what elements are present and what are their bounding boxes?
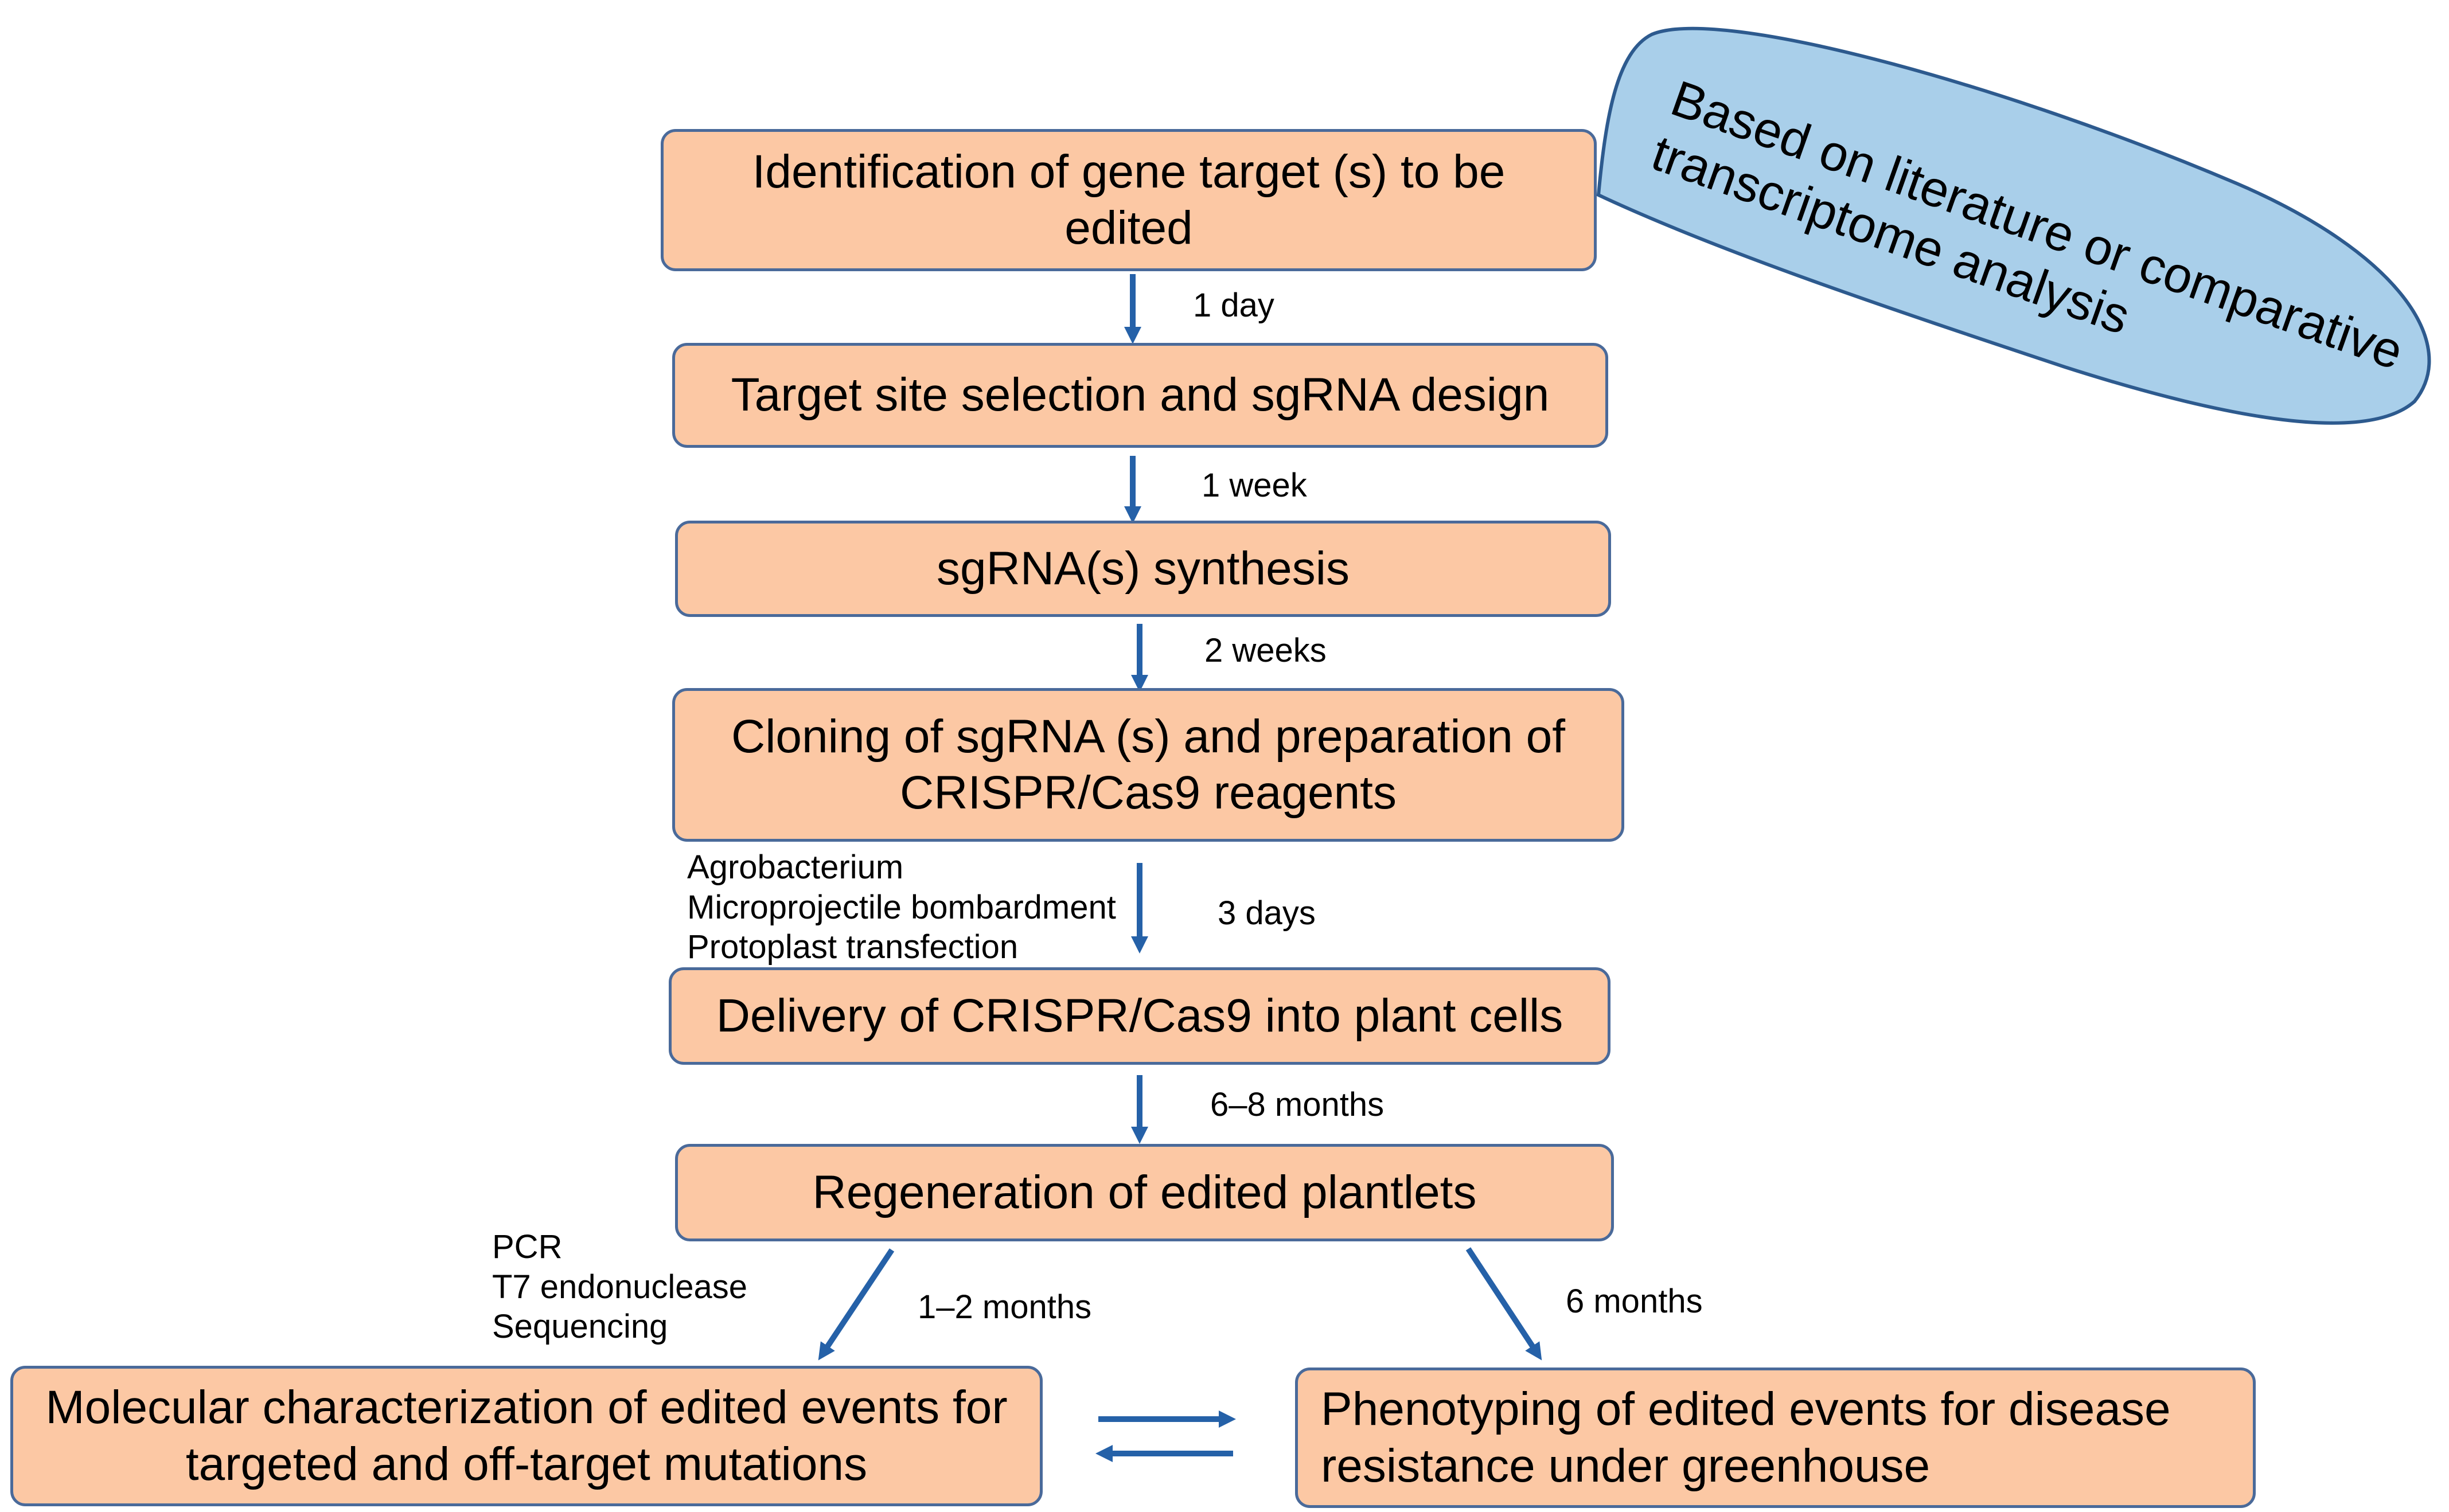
duration-3: 2 weeks bbox=[1204, 632, 1327, 669]
step-7-line-1: Molecular characterization of edited eve… bbox=[45, 1381, 1008, 1434]
step-4-line-1: Cloning of sgRNA (s) and preparation of bbox=[731, 710, 1566, 763]
step-2-line-1: Target site selection and sgRNA design bbox=[731, 369, 1550, 421]
duration-5: 6–8 months bbox=[1210, 1086, 1385, 1123]
step-5-line-1: Delivery of CRISPR/Cas9 into plant cells bbox=[716, 989, 1563, 1042]
arrow-7 bbox=[1465, 1247, 1542, 1361]
callout-bubble bbox=[1596, 26, 2431, 425]
step-4-line-2: CRISPR/Cas9 reagents bbox=[900, 767, 1397, 819]
step-6-line-1: Regeneration of edited plantlets bbox=[812, 1166, 1477, 1218]
arrow-6 bbox=[818, 1248, 895, 1361]
step-target-selection: Target site selection and sgRNA design bbox=[672, 343, 1608, 448]
characterization-methods: PCR T7 endonuclease Sequencing bbox=[492, 1227, 747, 1347]
step-delivery: Delivery of CRISPR/Cas9 into plant cells bbox=[669, 967, 1610, 1065]
step-identification: Identification of gene target (s) to be … bbox=[661, 129, 1597, 271]
step-cloning: Cloning of sgRNA (s) and preparation of … bbox=[672, 688, 1624, 842]
duration-6: 1–2 months bbox=[918, 1288, 1092, 1326]
step-molecular-characterization: Molecular characterization of edited eve… bbox=[10, 1366, 1043, 1506]
duration-2: 1 week bbox=[1202, 467, 1307, 504]
step-1-line-1: Identification of gene target (s) to be bbox=[752, 145, 1506, 198]
characterization-method-3: Sequencing bbox=[492, 1308, 668, 1346]
characterization-method-1: PCR bbox=[492, 1228, 563, 1265]
delivery-method-3: Protoplast transfection bbox=[687, 928, 1019, 966]
duration-1: 1 day bbox=[1193, 287, 1274, 324]
step-sgrna-synthesis: sgRNA(s) synthesis bbox=[675, 521, 1611, 617]
step-regeneration: Regeneration of edited plantlets bbox=[675, 1144, 1614, 1241]
duration-4: 3 days bbox=[1218, 894, 1316, 932]
delivery-methods: Agrobacterium Microprojectile bombardmen… bbox=[687, 847, 1116, 967]
duration-7: 6 months bbox=[1566, 1283, 1703, 1320]
delivery-method-1: Agrobacterium bbox=[687, 849, 904, 886]
step-phenotyping: Phenotyping of edited events for disease… bbox=[1295, 1368, 2256, 1508]
step-1-line-2: edited bbox=[1064, 202, 1193, 254]
step-8-line-2: resistance under greenhouse bbox=[1321, 1439, 1931, 1492]
step-8-line-1: Phenotyping of edited events for disease bbox=[1321, 1383, 2171, 1436]
delivery-method-2: Microprojectile bombardment bbox=[687, 888, 1116, 926]
step-7-line-2: targeted and off-target mutations bbox=[185, 1437, 868, 1490]
characterization-method-2: T7 endonuclease bbox=[492, 1268, 747, 1306]
step-3-line-1: sgRNA(s) synthesis bbox=[937, 542, 1350, 595]
